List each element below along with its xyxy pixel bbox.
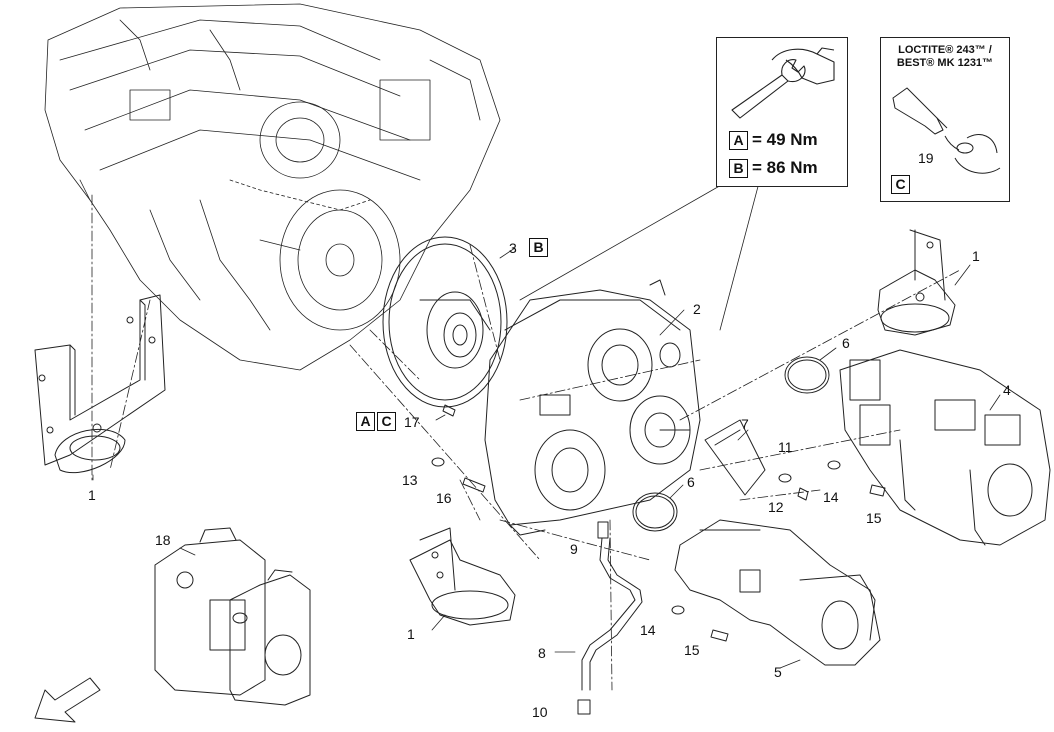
callout-10: 10 bbox=[532, 704, 548, 720]
callout-6-upper: 6 bbox=[842, 335, 850, 351]
callout-8: 8 bbox=[538, 645, 546, 661]
o-ring-upper bbox=[784, 356, 830, 394]
oil-pipe bbox=[577, 521, 643, 715]
adhesive-bottle-icon bbox=[892, 87, 1001, 174]
callout-1-lower: 1 bbox=[407, 626, 415, 642]
callout-1-right: 1 bbox=[972, 248, 980, 264]
wrench-icon bbox=[731, 47, 835, 119]
cover-plate bbox=[704, 419, 766, 496]
callout-11: 11 bbox=[778, 439, 793, 455]
hydraulic-pump bbox=[839, 349, 1051, 546]
callout-5: 5 bbox=[774, 664, 782, 680]
engine-mount-bracket-left bbox=[34, 294, 166, 474]
callout-4: 4 bbox=[1003, 382, 1011, 398]
engine-mount-bracket-right bbox=[877, 229, 956, 336]
torque-value-b: = 86 Nm bbox=[752, 158, 818, 177]
callout-3: 3 bbox=[509, 240, 517, 256]
letter-box-c-ref: C bbox=[377, 412, 396, 431]
hydraulic-motor bbox=[674, 519, 881, 666]
callout-15-right: 15 bbox=[866, 510, 882, 526]
letter-box-a-ref: A bbox=[356, 412, 375, 431]
callout-15-lower: 15 bbox=[684, 642, 700, 658]
callout-19: 19 bbox=[918, 150, 934, 166]
letter-box-a: A bbox=[729, 131, 748, 150]
front-direction-arrow-icon bbox=[34, 677, 101, 723]
flex-plate bbox=[382, 236, 508, 408]
torque-spec-panel: A = 49 Nm B = 86 Nm bbox=[716, 37, 848, 187]
letter-box-c: C bbox=[891, 175, 910, 194]
callout-17: 17 bbox=[404, 414, 420, 430]
engine-block bbox=[44, 3, 501, 371]
letter-box-b-ref: B bbox=[529, 238, 548, 257]
loctite-line-1: LOCTITE® 243™ / bbox=[898, 44, 992, 56]
oil-containers bbox=[154, 527, 311, 706]
callout-6-lower: 6 bbox=[687, 474, 695, 490]
callout-16: 16 bbox=[436, 490, 452, 506]
loctite-panel: LOCTITE® 243™ / BEST® MK 1231™ 19 C bbox=[880, 37, 1010, 202]
torque-value-a: = 49 Nm bbox=[752, 130, 818, 149]
callout-18: 18 bbox=[155, 532, 171, 548]
fasteners bbox=[431, 404, 886, 642]
callout-12: 12 bbox=[768, 499, 784, 515]
callout-7: 7 bbox=[741, 416, 749, 432]
callout-14-right: 14 bbox=[823, 489, 839, 505]
engine-mount-bracket-lower bbox=[409, 527, 516, 626]
callout-2: 2 bbox=[693, 301, 701, 317]
loctite-line-2: BEST® MK 1231™ bbox=[896, 57, 994, 69]
gearbox-housing bbox=[484, 279, 701, 536]
callout-9: 9 bbox=[570, 541, 578, 557]
letter-box-b: B bbox=[729, 159, 748, 178]
callout-14-lower: 14 bbox=[640, 622, 656, 638]
callout-1-left: 1 bbox=[88, 487, 96, 503]
o-ring-lower bbox=[632, 492, 678, 532]
callout-13: 13 bbox=[402, 472, 418, 488]
